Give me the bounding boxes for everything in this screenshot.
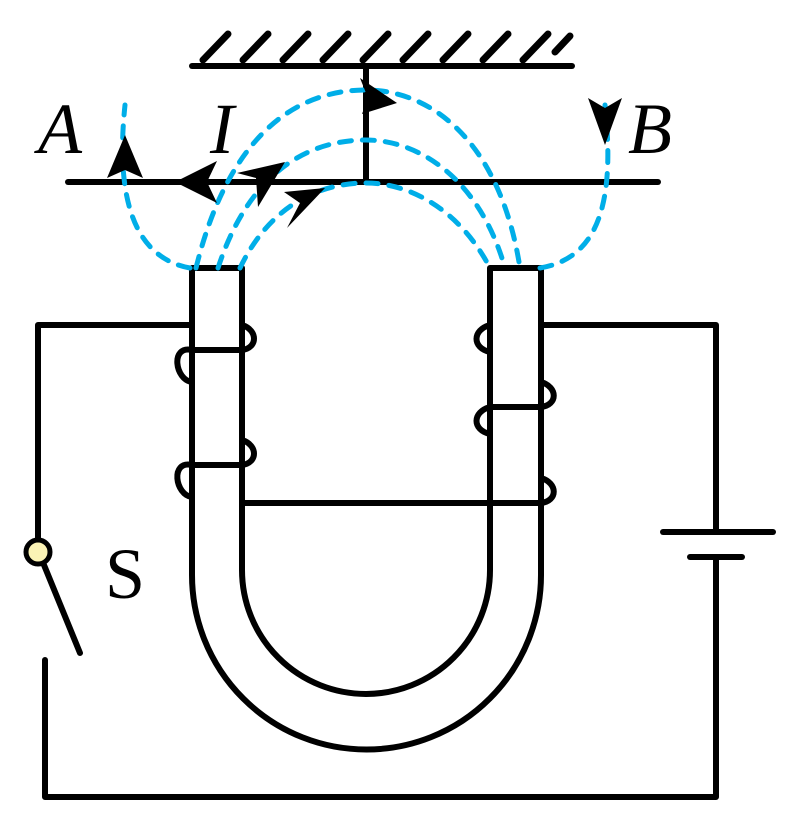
circuit-wire-right-top	[538, 322, 719, 535]
switch-blade	[41, 562, 83, 656]
arrow-down-icon	[588, 98, 622, 145]
field-line-B	[537, 102, 611, 271]
field-line-middle-arch	[215, 137, 508, 271]
arrow-right-up-icon	[284, 188, 325, 228]
ceiling-hatching	[199, 30, 574, 64]
label-A: A	[34, 89, 83, 169]
arrow-up-icon	[107, 135, 143, 178]
field-line-inner-arch	[237, 180, 493, 271]
right-coil	[239, 322, 557, 506]
label-B: B	[628, 89, 672, 169]
circuit-wire-left-top	[35, 322, 195, 543]
field-line-A	[120, 102, 193, 271]
u-magnet-core	[189, 265, 544, 753]
arrow-left-icon	[175, 161, 217, 203]
label-current-I: I	[209, 89, 237, 169]
left-coil	[174, 322, 257, 500]
arrow-right-icon	[360, 78, 397, 114]
circuit-wire-bottom	[42, 557, 719, 800]
label-switch-S: S	[105, 534, 145, 614]
arrow-up-right-icon	[237, 162, 285, 207]
switch-pivot[interactable]	[23, 537, 53, 567]
